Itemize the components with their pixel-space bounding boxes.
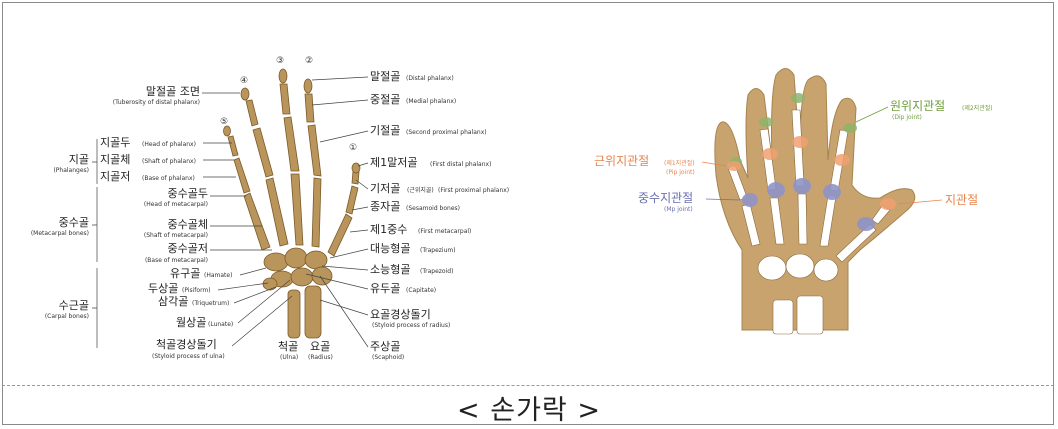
bottom-labels: 척골 (Ulna) 요골 (Radius)	[278, 340, 333, 361]
ulna-bone	[287, 289, 301, 339]
label-styloid-ulna-en: (Styloid process of ulna)	[152, 353, 225, 360]
label-base-phalanx: 지골저	[100, 170, 130, 183]
label-hamate: 유구골	[170, 267, 200, 280]
label-trapezoid: 소능형골	[370, 263, 410, 276]
label-second-proximal-en: (Second proximal phalanx)	[406, 129, 487, 136]
group-carpals: 수근골	[59, 299, 89, 312]
label-sesamoid: 종자골	[370, 200, 400, 213]
label-head-metacarpal-en: (Head of metacarpal)	[144, 201, 208, 208]
label-styloid-ulna: 척골경상돌기	[156, 338, 217, 351]
label-first-proximal: 기저골	[370, 182, 400, 195]
label-tuberosity-distal-en: (Tuberosity of distal phalanx)	[113, 99, 200, 106]
label-first-proximal-en: (First proximal phalanx)	[438, 187, 509, 194]
label-dip-joint-en: (Dip joint)	[892, 114, 922, 121]
label-distal-phalanx-en: (Distal phalanx)	[406, 75, 454, 82]
finger-number-5: ⑤	[220, 117, 228, 127]
group-phalanges: 지골	[69, 153, 89, 166]
label-radius-en: (Radius)	[308, 354, 333, 361]
left-labels: 말절골 조면 (Tuberosity of distal phalanx) 지골…	[31, 85, 293, 360]
label-first-proximal-sub: (근위지골)	[407, 186, 434, 194]
label-dip-joint: 원위지관절	[890, 99, 945, 113]
mp-joints	[742, 178, 875, 231]
label-mp-joint-en: (Mp joint)	[664, 206, 693, 213]
label-trapezium-en: (Trapezium)	[420, 247, 456, 254]
phalanges	[223, 68, 361, 215]
label-distal-phalanx: 말절골	[370, 70, 400, 83]
caption-divider	[2, 385, 1054, 386]
label-sesamoid-en: (Sesamoid bones)	[406, 205, 460, 212]
label-pisiform-en: (Pisiform)	[182, 287, 211, 294]
finger-number-3: ③	[276, 56, 284, 66]
group-metacarpals: 중수골	[59, 216, 89, 229]
metacarpal-bones	[243, 173, 353, 257]
label-first-distal-en: (First distal phalanx)	[430, 161, 491, 168]
label-medial-phalanx: 중절골	[370, 93, 400, 106]
carpal-bones	[262, 247, 333, 291]
label-styloid-radius: 요골경상돌기	[370, 308, 431, 321]
label-radius: 요골	[310, 340, 330, 353]
label-head-phalanx-en: (Head of phalanx)	[142, 141, 196, 148]
label-shaft-phalanx-en: (Shaft of phalanx)	[142, 158, 196, 165]
label-second-proximal: 기절골	[370, 124, 400, 137]
label-lunate: 월상골	[176, 316, 206, 329]
label-lunate-en: (Lunate)	[208, 321, 233, 328]
finger-number-1: ①	[349, 143, 357, 153]
label-trapezoid-en: (Trapezoid)	[420, 268, 453, 275]
label-ulna-en: (Ulna)	[280, 354, 298, 361]
label-shaft-metacarpal: 중수골체	[168, 218, 208, 231]
joint-hand: 원위지관절 (제2지관절) (Dip joint) 근위지관절 (제1지관절) …	[594, 68, 993, 335]
skeleton-right-labels: 말절골 (Distal phalanx) 중절골 (Medial phalanx…	[305, 70, 509, 361]
pip-joints	[727, 136, 896, 210]
label-base-metacarpal-en: (Base of metacarpal)	[145, 257, 208, 264]
label-trapezium: 대능형골	[370, 242, 410, 255]
label-shaft-metacarpal-en: (Shaft of metacarpal)	[144, 232, 208, 239]
label-thumb-joint: 지관절	[945, 193, 978, 207]
label-mp-joint: 중수지관절	[638, 191, 693, 205]
label-tuberosity-distal: 말절골 조면	[146, 85, 200, 98]
label-base-metacarpal: 중수골저	[168, 242, 208, 255]
label-base-phalanx-en: (Base of phalanx)	[142, 175, 195, 182]
label-scaphoid-en: (Scaphoid)	[372, 354, 404, 361]
label-pip-joint-sub: (제1지관절)	[664, 159, 695, 167]
label-head-metacarpal: 중수골두	[168, 187, 208, 200]
label-first-metacarpal: 제1중수	[370, 223, 407, 236]
label-shaft-phalanx: 지골체	[100, 153, 130, 166]
finger-number-2: ②	[305, 56, 313, 66]
figure-caption: < 손가락 >	[457, 395, 601, 426]
group-carpals-en: (Carpal bones)	[45, 313, 89, 320]
label-hamate-en: (Hamate)	[204, 272, 232, 279]
finger-number-4: ④	[240, 76, 248, 86]
label-pip-joint-en: (Pip joint)	[666, 169, 695, 176]
label-medial-phalanx-en: (Medial phalanx)	[406, 98, 456, 105]
label-first-metacarpal-en: (First metacarpal)	[418, 228, 471, 235]
label-dip-joint-sub: (제2지관절)	[962, 104, 993, 112]
group-metacarpals-en: (Metacarpal bones)	[31, 230, 89, 237]
label-triquetrum: 삼각골	[158, 295, 188, 308]
label-ulna: 척골	[278, 340, 298, 353]
label-head-phalanx: 지골두	[100, 136, 130, 149]
group-phalanges-en: (Phalanges)	[53, 167, 89, 174]
label-pip-joint: 근위지관절	[594, 154, 649, 168]
skeleton-hand: ① ② ③ ④ ⑤	[220, 56, 361, 339]
label-first-distal: 제1말저골	[370, 156, 417, 169]
label-capitate-en: (Capitate)	[406, 287, 436, 294]
radius-bone	[304, 285, 322, 339]
label-styloid-radius-en: (Styloid process of radius)	[372, 322, 450, 329]
label-scaphoid: 주상골	[370, 340, 400, 353]
label-pisiform: 두상골	[148, 282, 178, 295]
label-triquetrum-en: (Triquetrum)	[192, 300, 229, 307]
label-capitate: 유두골	[370, 282, 400, 295]
